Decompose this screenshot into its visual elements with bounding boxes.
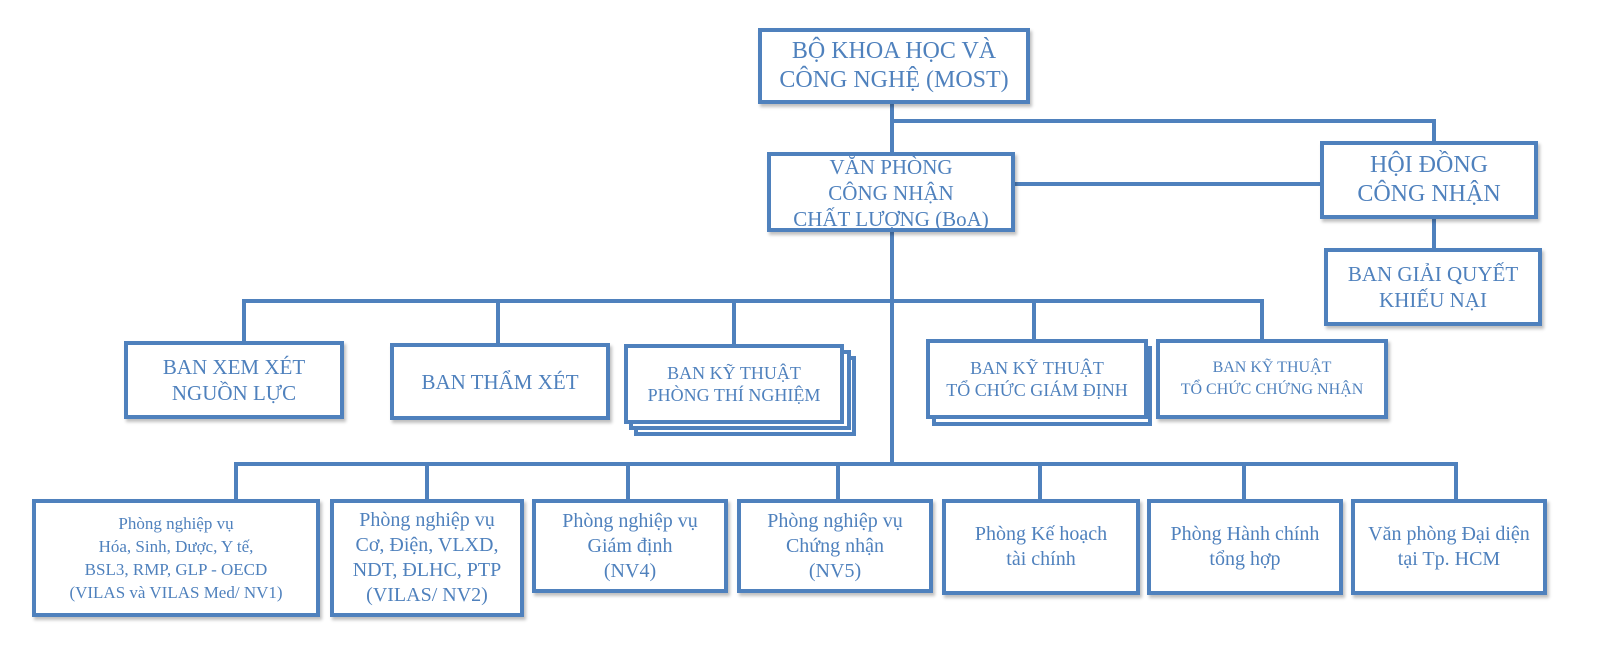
node-complaints: BAN GIẢI QUYẾT KHIẾU NẠI [1324, 248, 1542, 326]
node-department-nv4: Phòng nghiệp vụ Giám định (NV4) [532, 499, 728, 593]
node-committee-resources: BAN XEM XÉT NGUỒN LỰC [124, 341, 344, 419]
node-department-nv2: Phòng nghiệp vụ Cơ, Điện, VLXD, NDT, ĐLH… [330, 499, 524, 617]
node-department-nv1: Phòng nghiệp vụ Hóa, Sinh, Dược, Y tế, B… [32, 499, 320, 617]
node-committee-lab: BAN KỸ THUẬT PHÒNG THÍ NGHIỆM [624, 344, 844, 424]
node-boa: VĂN PHÒNG CÔNG NHẬN CHẤT LƯỢNG (BoA) [767, 152, 1015, 232]
node-department-admin: Phòng Hành chính tổng hợp [1147, 499, 1343, 595]
node-committee-appraisal: BAN THẨM XÉT [390, 343, 610, 420]
node-department-finance: Phòng Kế hoạch tài chính [942, 499, 1140, 595]
node-most: BỘ KHOA HỌC VÀ CÔNG NGHỆ (MOST) [758, 28, 1030, 104]
node-council: HỘI ĐỒNG CÔNG NHẬN [1320, 141, 1538, 219]
connector-committee-bus [242, 299, 1264, 345]
node-department-nv5: Phòng nghiệp vụ Chứng nhận (NV5) [737, 499, 933, 593]
node-department-hcm-office: Văn phòng Đại diện tại Tp. HCM [1351, 499, 1547, 595]
node-committee-inspection: BAN KỸ THUẬT TỔ CHỨC GIÁM ĐỊNH [926, 339, 1148, 419]
connector-most-council [890, 119, 1436, 145]
node-committee-certification: BAN KỸ THUẬT TỔ CHỨC CHỨNG NHẬN [1156, 339, 1388, 419]
connector-department-bus [234, 462, 1458, 503]
